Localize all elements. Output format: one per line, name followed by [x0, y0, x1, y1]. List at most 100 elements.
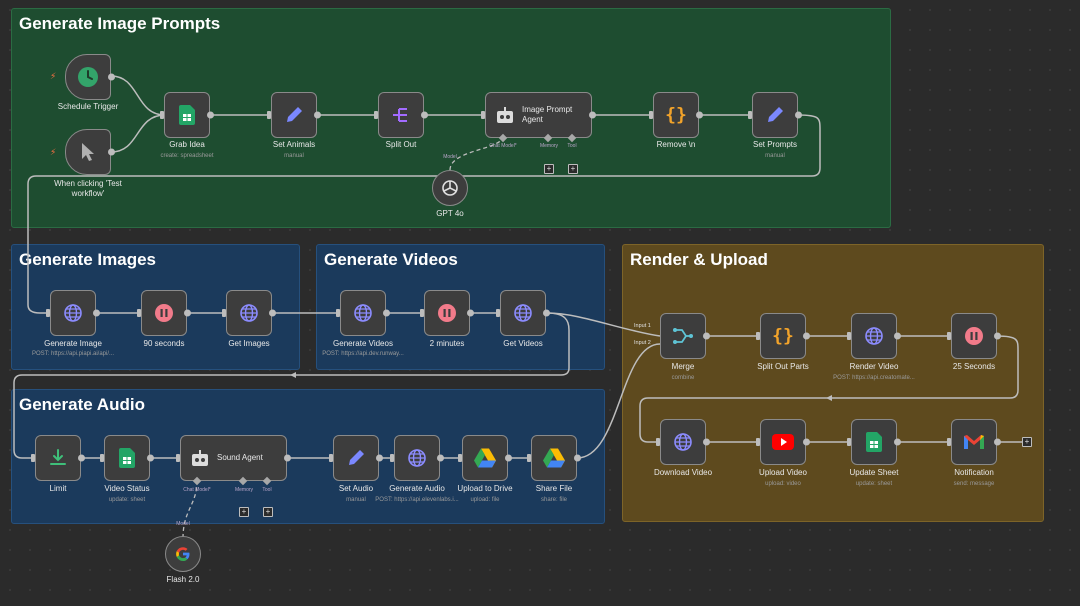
- input-port[interactable]: [847, 332, 851, 340]
- input-port[interactable]: [31, 454, 35, 462]
- output-port[interactable]: [467, 309, 474, 317]
- manual-trigger-node[interactable]: [65, 129, 115, 175]
- generate-image-node[interactable]: [46, 290, 100, 336]
- split-out-node[interactable]: [374, 92, 428, 138]
- remove-newline-node[interactable]: {}: [649, 92, 703, 138]
- input-port[interactable]: [329, 454, 333, 462]
- input-port[interactable]: [336, 309, 340, 317]
- get-videos-node[interactable]: [496, 290, 550, 336]
- port-label: Memory: [539, 143, 559, 149]
- output-port[interactable]: [894, 438, 901, 446]
- add-memory-button[interactable]: +: [544, 164, 554, 174]
- input-port[interactable]: [496, 309, 500, 317]
- get-images-node[interactable]: [222, 290, 276, 336]
- download-video-node[interactable]: [656, 419, 710, 465]
- node-label: Update Sheet: [849, 468, 899, 477]
- add-tool-button[interactable]: +: [568, 164, 578, 174]
- add-memory-button[interactable]: +: [239, 507, 249, 517]
- output-port[interactable]: [147, 454, 154, 462]
- input-port[interactable]: [947, 332, 951, 340]
- output-port[interactable]: [795, 111, 802, 119]
- node-subtitle: upload: file: [470, 497, 500, 503]
- input-port[interactable]: [649, 111, 653, 119]
- output-port[interactable]: [421, 111, 428, 119]
- input-port[interactable]: [390, 454, 394, 462]
- image-prompt-agent-node[interactable]: Image Prompt Agent: [481, 92, 596, 138]
- output-port[interactable]: [703, 332, 710, 340]
- input-port[interactable]: [481, 111, 485, 119]
- set-animals-node[interactable]: [267, 92, 321, 138]
- input-port[interactable]: [137, 309, 141, 317]
- output-port[interactable]: [696, 111, 703, 119]
- sound-agent-node[interactable]: Sound Agent: [176, 435, 291, 481]
- set-audio-node[interactable]: [329, 435, 383, 481]
- input-port[interactable]: [756, 438, 760, 446]
- output-port[interactable]: [108, 148, 115, 156]
- output-port[interactable]: [184, 309, 191, 317]
- output-port[interactable]: [207, 111, 214, 119]
- split-out-parts-node[interactable]: {}: [756, 313, 810, 359]
- upload-to-drive-node[interactable]: [458, 435, 512, 481]
- output-port[interactable]: [383, 309, 390, 317]
- pencil-icon: [768, 107, 783, 122]
- upload-video-node[interactable]: [756, 419, 810, 465]
- output-port[interactable]: [894, 332, 901, 340]
- output-port[interactable]: [78, 454, 85, 462]
- schedule-trigger-node[interactable]: [65, 54, 115, 100]
- output-port[interactable]: [703, 438, 710, 446]
- merge-node[interactable]: [660, 313, 710, 359]
- render-video-node[interactable]: [847, 313, 901, 359]
- wait-90-seconds-node[interactable]: [137, 290, 191, 336]
- output-port[interactable]: [376, 454, 383, 462]
- input-port[interactable]: [267, 111, 271, 119]
- input-port[interactable]: [222, 309, 226, 317]
- gpt4o-model-node[interactable]: [432, 170, 468, 206]
- output-port[interactable]: [269, 309, 276, 317]
- grab-idea-node[interactable]: [160, 92, 214, 138]
- flash-2-model-node[interactable]: [165, 536, 201, 572]
- node-label: When clicking 'Test workflow': [54, 179, 122, 198]
- limit-node[interactable]: [31, 435, 85, 481]
- input-port[interactable]: [458, 454, 462, 462]
- output-port[interactable]: [284, 454, 291, 462]
- node-label: Set Animals: [272, 140, 316, 149]
- input-port[interactable]: [420, 309, 424, 317]
- port-label: Chat Model*: [183, 487, 211, 493]
- wait-25-seconds-node[interactable]: [947, 313, 1001, 359]
- update-sheet-node[interactable]: [847, 419, 901, 465]
- node-subtitle: POST: https://api.piapi.ai/api/...: [31, 351, 115, 357]
- output-port[interactable]: [803, 438, 810, 446]
- output-port[interactable]: [994, 438, 1001, 446]
- output-port[interactable]: [505, 454, 512, 462]
- add-node-button[interactable]: +: [1022, 437, 1032, 447]
- node-label: 25 Seconds: [952, 362, 996, 371]
- input-port[interactable]: [947, 438, 951, 446]
- output-port[interactable]: [803, 332, 810, 340]
- input-port[interactable]: [100, 454, 104, 462]
- input-port[interactable]: [176, 454, 180, 462]
- output-port[interactable]: [574, 454, 581, 462]
- input-port[interactable]: [656, 438, 660, 446]
- wait-2-minutes-node[interactable]: [420, 290, 474, 336]
- share-file-node[interactable]: [527, 435, 581, 481]
- output-port[interactable]: [93, 309, 100, 317]
- generate-videos-node[interactable]: [336, 290, 390, 336]
- input-port[interactable]: [748, 111, 752, 119]
- input-port[interactable]: [46, 309, 50, 317]
- output-port[interactable]: [437, 454, 444, 462]
- output-port[interactable]: [108, 73, 115, 81]
- output-port[interactable]: [994, 332, 1001, 340]
- input-port[interactable]: [847, 438, 851, 446]
- notification-node[interactable]: [947, 419, 1001, 465]
- generate-audio-node[interactable]: [390, 435, 444, 481]
- input-port[interactable]: [160, 111, 164, 119]
- output-port[interactable]: [543, 309, 550, 317]
- input-port[interactable]: [756, 332, 760, 340]
- video-status-node[interactable]: [100, 435, 154, 481]
- set-prompts-node[interactable]: [748, 92, 802, 138]
- add-tool-button[interactable]: +: [263, 507, 273, 517]
- output-port[interactable]: [314, 111, 321, 119]
- output-port[interactable]: [589, 111, 596, 119]
- input-port[interactable]: [527, 454, 531, 462]
- input-port[interactable]: [374, 111, 378, 119]
